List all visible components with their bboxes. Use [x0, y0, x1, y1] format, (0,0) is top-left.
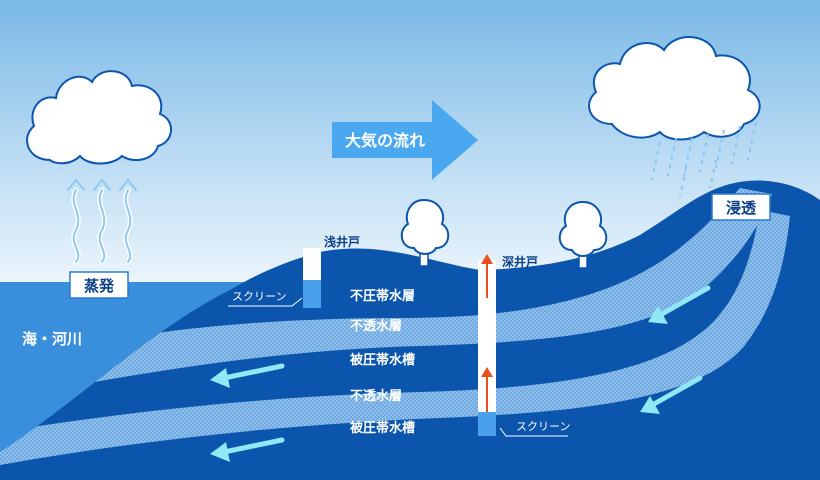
shallow-well — [303, 248, 321, 308]
tree-right — [558, 200, 608, 269]
deep-well-screen — [478, 412, 496, 436]
layer-label-unconfined: 不圧帯水層 — [350, 288, 415, 304]
shallow-screen-leader — [228, 297, 303, 307]
layer-label-confined-1: 被圧帯水槽 — [349, 352, 415, 368]
infiltration-label-box — [711, 193, 771, 221]
groundwater-flow-arrows — [210, 285, 711, 462]
evaporation-label: 蒸発 — [84, 277, 115, 295]
evaporation-arrows-inner — [67, 178, 137, 263]
cloud-right — [588, 36, 761, 141]
rain — [651, 121, 757, 197]
shallow-well-label: 浅井戸 — [324, 234, 360, 249]
flow-arrow-right-lower — [651, 375, 703, 407]
aquitard-lower — [0, 210, 790, 465]
air-flow-label: 大気の流れ — [345, 131, 425, 150]
aquitard-upper — [0, 188, 772, 400]
tree-left — [400, 198, 450, 267]
flow-arrow-left-lower — [221, 437, 285, 455]
shallow-screen-label: スクリーン — [232, 290, 286, 303]
infiltration-label: 浸透 — [726, 199, 757, 217]
layer-label-aquitard-1: 不透水層 — [350, 318, 402, 334]
air-flow-arrow — [332, 100, 478, 180]
deep-screen-leader — [499, 427, 568, 437]
shallow-well-screen — [303, 280, 321, 308]
deep-well-label: 深井戸 — [502, 254, 538, 269]
sea-river-label: 海・河川 — [22, 330, 82, 348]
cloud-left — [26, 70, 172, 165]
flow-arrow-right-upper — [659, 285, 711, 317]
evaporation-label-box — [69, 271, 129, 299]
flow-arrow-left-upper — [221, 363, 285, 381]
layer-label-aquitard-2: 不透水層 — [350, 388, 402, 404]
deep-well — [478, 254, 496, 436]
deep-screen-label: スクリーン — [516, 420, 570, 433]
layer-label-confined-2: 被圧帯水槽 — [349, 420, 415, 436]
